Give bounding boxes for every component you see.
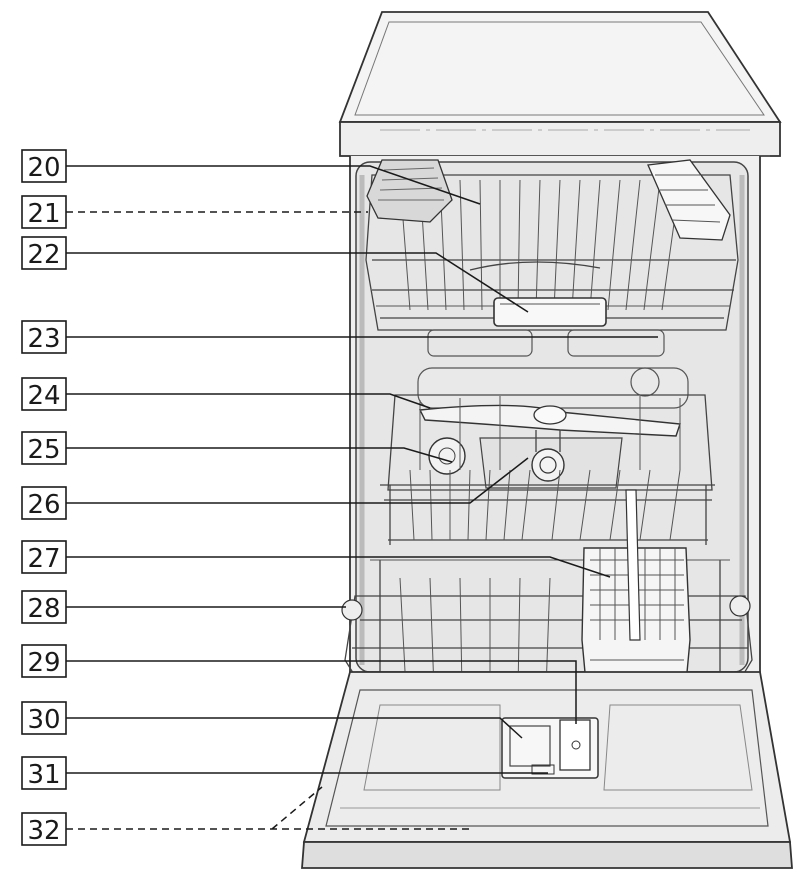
callout-label-25: 25 [27,435,60,465]
leader-line-27 [66,556,611,578]
leader-line-30 [66,717,523,739]
callout-20: 20 [21,149,67,183]
upper-rack [365,159,739,331]
top-lid [338,11,782,157]
callout-21: 21 [21,195,67,229]
callout-30: 30 [21,701,67,735]
callout-label-23: 23 [27,324,60,354]
leader-line-24 [66,393,431,409]
callout-label-21: 21 [27,199,60,229]
open-door [301,671,793,869]
callout-26: 26 [21,486,67,520]
dishwasher-illustration [301,11,793,869]
leader-line-25 [66,447,453,463]
callout-label-32: 32 [27,816,60,846]
callout-28: 28 [21,590,67,624]
callout-label-30: 30 [27,705,60,735]
callout-22: 22 [21,236,67,270]
callout-24: 24 [21,377,67,411]
leader-lines [66,165,658,830]
callout-25: 25 [21,431,67,465]
leader-line-32 [66,786,470,830]
callout-29: 29 [21,644,67,678]
callout-32: 32 [21,812,67,846]
bottom-basket [341,489,753,706]
callout-27: 27 [21,540,67,574]
callout-label-22: 22 [27,240,60,270]
callout-label-24: 24 [27,381,60,411]
lower-rack [380,394,715,545]
callout-label-20: 20 [27,153,60,183]
leader-line-26 [66,457,529,504]
callout-label-31: 31 [27,760,60,790]
leader-line-20 [66,165,481,205]
callout-label-26: 26 [27,490,60,520]
leader-line-22 [66,252,529,313]
callout-label-29: 29 [27,648,60,678]
callout-boxes: 20 21 22 23 24 25 26 27 [21,149,67,846]
callout-label-28: 28 [27,594,60,624]
callout-31: 31 [21,756,67,790]
leader-line-29 [66,660,577,724]
callout-23: 23 [21,320,67,354]
callout-label-27: 27 [27,544,60,574]
